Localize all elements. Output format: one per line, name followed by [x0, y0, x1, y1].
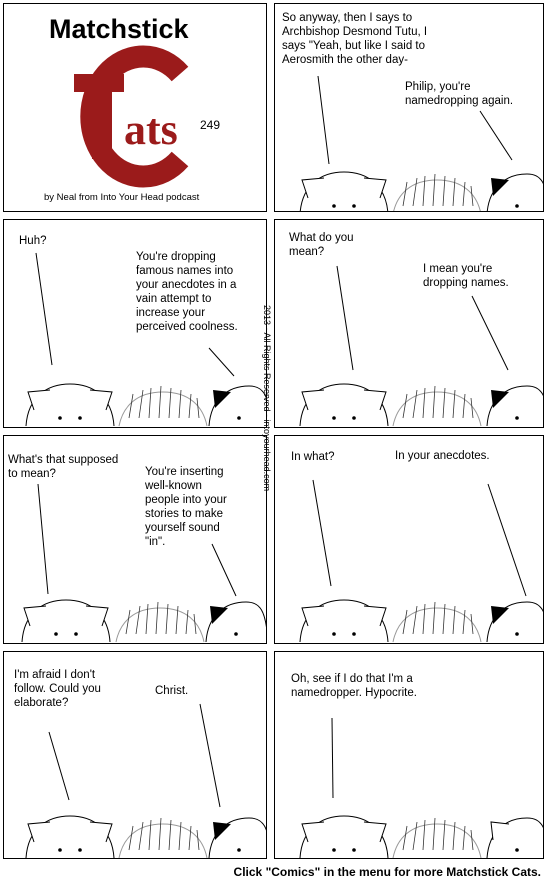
speech-text: Christ. [155, 685, 189, 697]
speech-tail [208, 347, 235, 377]
white-cat [299, 599, 389, 643]
white-cat [25, 815, 115, 858]
comic-panel-4: What's that supposed to mean? You're ins… [3, 435, 267, 644]
panel-art [25, 703, 266, 858]
white-cat [299, 383, 389, 427]
speech-tail [487, 483, 527, 597]
spiky-cat [115, 601, 205, 643]
comic-title: Matchstick [49, 14, 189, 44]
speech-text: What's that supposed to mean? [8, 454, 119, 480]
footer-link-text[interactable]: Click "Comics" in the menu for more Matc… [233, 865, 541, 879]
copyright-notice: 2013 - All Rights Reserved - intoyourhea… [262, 305, 272, 492]
speech-tail [48, 731, 70, 801]
comic-panel-7: Oh, see if I do that I'm a namedropper. … [274, 651, 544, 859]
speech-tail [471, 295, 509, 371]
byline: by Neal from Into Your Head podcast [44, 192, 200, 203]
title-panel: Matchstick ats 249 by Neal from Into You… [3, 3, 267, 212]
comic-panel-6: I'm afraid I don't follow. Could you ela… [3, 651, 267, 859]
speech-tail [35, 252, 53, 366]
white-cat-right [486, 817, 543, 858]
speech-tail [336, 265, 354, 371]
panel-art [21, 483, 266, 643]
speech-tail [312, 479, 332, 587]
speech-text: In your anecdotes. [395, 450, 490, 462]
panel-art [299, 717, 543, 858]
logo-c-shape [80, 45, 189, 188]
speech-text: You're inserting well-known people into … [145, 466, 227, 548]
speech-tail [331, 717, 334, 799]
speech-text: In what? [291, 451, 335, 463]
spiky-cat [392, 817, 482, 858]
logo-ats-text: ats [124, 105, 178, 154]
speech-text: Oh, see if I do that I'm a namedropper. … [291, 673, 417, 699]
speech-text: What do you mean? [289, 232, 354, 258]
panel-art [299, 265, 543, 427]
white-cat [21, 599, 111, 643]
black-eared-cat [486, 173, 543, 211]
comic-panel-2: Huh? You're dropping famous names into y… [3, 219, 267, 428]
spiky-cat [118, 817, 208, 858]
white-cat [299, 171, 389, 211]
issue-number: 249 [200, 118, 221, 132]
speech-text: Philip, you're namedropping again. [405, 81, 514, 107]
black-eared-cat [486, 385, 543, 427]
spiky-cat [118, 385, 208, 427]
speech-text: So anyway, then I says to Archbishop Des… [282, 12, 428, 66]
panel-art [299, 75, 543, 211]
speech-tail [37, 483, 49, 595]
panel-art [25, 252, 266, 427]
speech-tail [199, 703, 221, 808]
speech-text: I mean you're dropping names. [423, 263, 509, 289]
speech-text: You're dropping famous names into your a… [136, 251, 238, 333]
black-eared-cat [205, 601, 266, 643]
spiky-cat [393, 173, 481, 211]
panel-art [299, 479, 543, 643]
black-eared-cat [208, 817, 266, 858]
spiky-cat [392, 601, 482, 643]
speech-tail [211, 543, 237, 597]
comic-panel-3: What do you mean? I mean you're dropping… [274, 219, 544, 428]
black-eared-cat [208, 385, 266, 427]
comic-panel-5: In what? In your anecdotes. [274, 435, 544, 644]
logo-t-stem [92, 74, 112, 159]
speech-text: Huh? [19, 235, 47, 247]
speech-tail [479, 110, 513, 161]
black-eared-cat [486, 601, 543, 643]
speech-text: I'm afraid I don't follow. Could you ela… [14, 669, 101, 709]
cats-logo: ats [74, 45, 189, 188]
speech-tail [317, 75, 330, 165]
white-cat [299, 815, 389, 858]
spiky-cat [392, 385, 482, 427]
comic-panel-1: So anyway, then I says to Archbishop Des… [274, 3, 544, 212]
white-cat [25, 383, 115, 427]
